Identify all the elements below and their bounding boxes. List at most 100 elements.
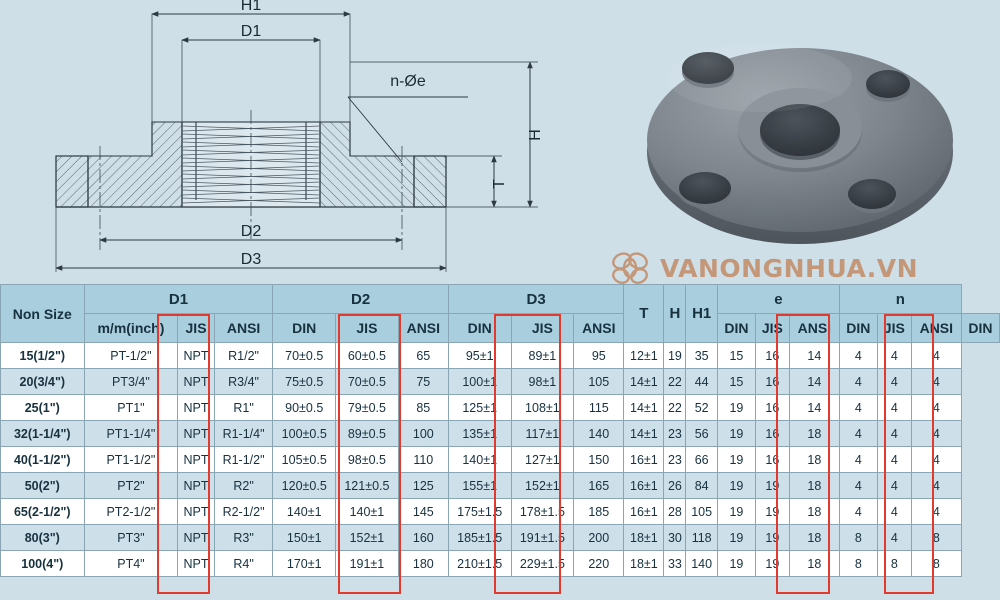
cell-d2-jis: 140±1	[272, 498, 337, 525]
cell-d2-ansi: 98±0.5	[335, 446, 399, 473]
header-non-size: Non Size	[0, 284, 85, 343]
cell-d1-din: R4"	[213, 550, 274, 577]
cell-h1: 84	[685, 472, 718, 499]
cell-h1: 52	[685, 394, 718, 421]
table-group-header-row: Non Size D1 D2 D3 T H H1 e n	[0, 284, 1000, 343]
cell-n-jis: 8	[838, 550, 878, 577]
cell-d1-jis: PT2"	[83, 472, 179, 499]
cell-d2-din: 85	[397, 394, 449, 421]
cell-d3-jis: 140±1	[447, 446, 512, 473]
header-h1: H1	[685, 284, 718, 343]
cell-d2-din: 180	[397, 550, 449, 577]
cell-d2-jis: 170±1	[272, 550, 337, 577]
cell-h: 33	[663, 550, 687, 577]
cell-d1-jis: PT2-1/2"	[83, 498, 179, 525]
illustration-area: H1 D1 D2 D3 n-Øe H T	[0, 0, 1000, 293]
dim-label-d3: D3	[241, 251, 262, 268]
cell-h: 23	[663, 446, 687, 473]
cell-size: 20(3/4")	[0, 368, 85, 395]
cell-d2-jis: 100±0.5	[272, 420, 337, 447]
cell-d2-ansi: 79±0.5	[335, 394, 399, 421]
cell-d1-jis: PT4"	[83, 550, 179, 577]
cell-h: 30	[663, 524, 687, 551]
cell-d3-ansi: 89±1	[510, 342, 575, 369]
cell-d2-jis: 90±0.5	[272, 394, 337, 421]
cell-d1-ansi: NPT	[177, 420, 215, 447]
cell-d2-din: 160	[397, 524, 449, 551]
cell-n-din: 4	[910, 420, 962, 447]
cell-n-ansi: 4	[876, 394, 912, 421]
cell-n-ansi: 4	[876, 342, 912, 369]
cell-size: 40(1-1/2")	[0, 446, 85, 473]
cell-h1: 118	[685, 524, 718, 551]
cell-d2-din: 65	[397, 342, 449, 369]
cell-d2-ansi: 70±0.5	[335, 368, 399, 395]
cell-d3-jis: 125±1	[447, 394, 512, 421]
cell-size: 65(2-1/2")	[0, 498, 85, 525]
cell-d1-jis: PT1"	[83, 394, 179, 421]
cell-d3-din: 185	[573, 498, 625, 525]
cell-t: 14±1	[623, 420, 665, 447]
cell-d3-din: 200	[573, 524, 625, 551]
cell-e-jis: 19	[716, 394, 756, 421]
cell-h1: 44	[685, 368, 718, 395]
cell-d1-jis: PT3/4"	[83, 368, 179, 395]
cell-d1-din: R2"	[213, 472, 274, 499]
cell-d3-jis: 210±1.5	[447, 550, 512, 577]
cell-d1-jis: PT-1/2"	[83, 342, 179, 369]
header-group-d3: D3	[447, 284, 625, 314]
cell-t: 18±1	[623, 550, 665, 577]
cell-d2-ansi: 121±0.5	[335, 472, 399, 499]
cell-n-din: 4	[910, 394, 962, 421]
cell-d1-din: R1"	[213, 394, 274, 421]
cell-t: 16±1	[623, 472, 665, 499]
header-n-jis: JIS	[876, 313, 912, 343]
header-d2-jis: JIS	[335, 313, 399, 343]
header-d2-din: DIN	[447, 313, 512, 343]
cell-d2-din: 125	[397, 472, 449, 499]
header-group-e: e	[716, 284, 840, 314]
cell-d3-jis: 185±1.5	[447, 524, 512, 551]
cell-d1-din: R1/2"	[213, 342, 274, 369]
cell-d3-din: 95	[573, 342, 625, 369]
cell-n-din: 8	[910, 524, 962, 551]
cell-e-din: 14	[788, 342, 840, 369]
dim-label-d1: D1	[241, 23, 262, 40]
header-d3-ansi: ANSI	[573, 313, 625, 343]
dim-label-h: H	[527, 129, 544, 141]
cell-n-ansi: 4	[876, 420, 912, 447]
flange-cross-section-drawing: H1 D1 D2 D3 n-Øe H T	[55, 0, 544, 272]
table-sub-header-row: m/m(inch) JIS ANSI DIN JIS ANSI DIN JIS …	[1, 313, 1000, 343]
header-n-ansi: ANSI	[910, 313, 962, 343]
cell-n-jis: 4	[838, 420, 878, 447]
cell-e-ansi: 16	[754, 394, 790, 421]
cell-e-din: 18	[788, 446, 840, 473]
cell-size: 32(1-1/4")	[0, 420, 85, 447]
cell-h: 26	[663, 472, 687, 499]
cell-d2-ansi: 89±0.5	[335, 420, 399, 447]
cell-d3-ansi: 178±1.5	[510, 498, 575, 525]
cell-d1-ansi: NPT	[177, 524, 215, 551]
cell-t: 16±1	[623, 446, 665, 473]
cell-e-ansi: 19	[754, 498, 790, 525]
cell-d1-ansi: NPT	[177, 550, 215, 577]
cell-d3-ansi: 117±1	[510, 420, 575, 447]
cell-d2-din: 145	[397, 498, 449, 525]
dim-label-n-oe: n-Øe	[390, 73, 426, 90]
header-h: H	[663, 284, 687, 343]
cell-n-ansi: 4	[876, 472, 912, 499]
cell-n-ansi: 8	[876, 550, 912, 577]
cell-e-jis: 15	[716, 342, 756, 369]
cell-d2-jis: 70±0.5	[272, 342, 337, 369]
cell-e-din: 18	[788, 498, 840, 525]
dim-label-d2: D2	[241, 223, 262, 240]
cell-d1-ansi: NPT	[177, 498, 215, 525]
cell-d1-jis: PT1-1/4"	[83, 420, 179, 447]
cell-d3-ansi: 127±1	[510, 446, 575, 473]
cell-d2-jis: 150±1	[272, 524, 337, 551]
